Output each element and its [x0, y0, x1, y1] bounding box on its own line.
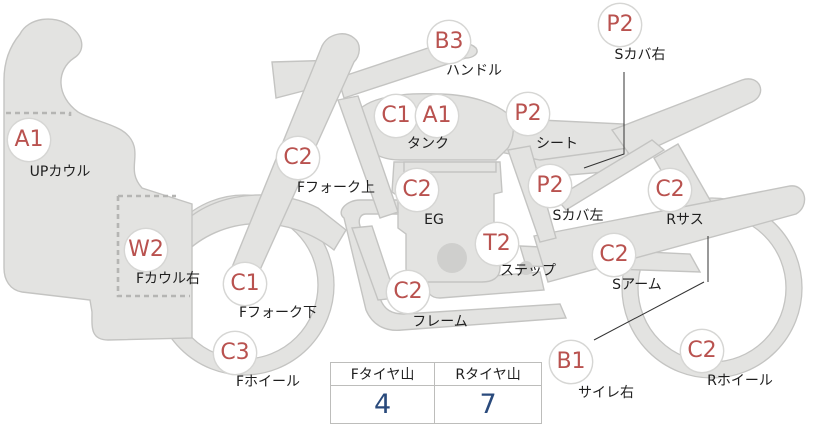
grade-badge-upcowl[interactable]: A1 — [8, 119, 50, 161]
grade-badge-fork-upper[interactable]: C2 — [277, 137, 319, 179]
grade-badge-tank-2[interactable]: A1 — [416, 95, 458, 137]
grade-badge-step[interactable]: T2 — [476, 223, 518, 265]
rear-tire-header: Rタイヤ山 — [434, 362, 542, 386]
label-fcowl-right: Fカウル右 — [135, 271, 201, 287]
tail-shape — [610, 78, 762, 159]
label-engine: EG — [424, 212, 444, 228]
grade-badge-engine[interactable]: C2 — [396, 169, 438, 211]
grade-badge-scover-left[interactable]: P2 — [529, 165, 571, 207]
grade-badge-scover-right[interactable]: P2 — [599, 4, 641, 46]
label-tank: タンク — [407, 136, 449, 152]
label-fork-upper: Fフォーク上 — [296, 180, 376, 196]
grade-badge-tank-1[interactable]: C1 — [375, 95, 417, 137]
front-tire-value: 4 — [329, 385, 436, 424]
grade-badge-swingarm[interactable]: C2 — [593, 234, 635, 276]
grade-badge-frame[interactable]: C2 — [387, 271, 429, 313]
front-tire-header: Fタイヤ山 — [329, 362, 436, 386]
leader-scover-right — [583, 72, 625, 169]
grade-badge-rear-sus[interactable]: C2 — [649, 169, 691, 211]
grade-badge-fork-lower[interactable]: C1 — [224, 263, 266, 305]
label-upcowl: UPカウル — [29, 164, 91, 180]
grade-badge-front-wheel[interactable]: C3 — [214, 332, 256, 374]
label-frame: フレーム — [412, 314, 468, 330]
label-swingarm: Sアーム — [612, 277, 662, 293]
grade-badge-handle[interactable]: B3 — [428, 21, 470, 63]
grade-badge-silencer[interactable]: B1 — [550, 341, 592, 383]
label-rear-sus: Rサス — [666, 212, 704, 228]
label-handle: ハンドル — [446, 63, 502, 79]
label-rear-wheel: Rホイール — [707, 373, 773, 389]
cowl-seam-lines — [6, 111, 190, 298]
label-scover-left: Sカバ左 — [552, 208, 604, 224]
front-fender-shape — [169, 194, 347, 260]
tire-tread-table: Fタイヤ山 Rタイヤ山 4 7 — [329, 362, 542, 424]
label-fork-lower: Fフォーク下 — [238, 305, 318, 321]
grade-badge-seat[interactable]: P2 — [507, 93, 549, 135]
grade-badge-fcowl-right[interactable]: W2 — [125, 229, 167, 271]
grade-badge-rear-wheel[interactable]: C2 — [681, 330, 723, 372]
label-seat: シート — [536, 136, 578, 152]
rear-tire-value: 7 — [434, 385, 542, 424]
label-step: ステップ — [500, 263, 556, 279]
label-scover-right: Sカバ右 — [614, 47, 666, 63]
leader-silencer — [593, 281, 705, 341]
label-front-wheel: Fホイール — [235, 374, 301, 390]
label-silencer: サイレ右 — [578, 385, 634, 401]
